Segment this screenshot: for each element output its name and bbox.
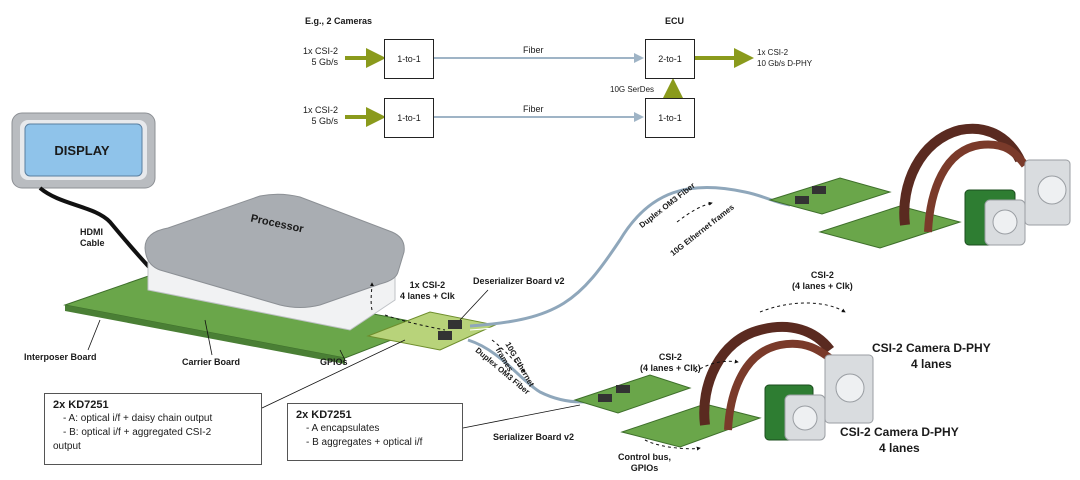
callout-left-item-a: - A: optical i/f + daisy chain output (63, 413, 213, 424)
deserializer-label: Deserializer Board v2 (473, 276, 565, 286)
serializer-label: Serializer Board v2 (493, 432, 575, 442)
box-2to1: 2-to-1 (645, 39, 695, 79)
cameras-title: E.g., 2 Cameras (305, 16, 373, 26)
hdmi-cable (38, 186, 152, 270)
fiber-label-2: Fiber (523, 104, 544, 114)
box-1to1-c: 1-to-1 (645, 98, 695, 138)
callout-right-item-b: - B aggregates + optical i/f (306, 437, 423, 448)
processor-box (144, 193, 405, 331)
callout-left-title: 2x KD7251 (53, 399, 109, 411)
display-label: DISPLAY (54, 143, 110, 158)
callout-right-title: 2x KD7251 (296, 409, 352, 421)
display-monitor (11, 112, 156, 189)
callout-left-item-b-cont: output (53, 441, 81, 452)
box-1to1-a: 1-to-1 (384, 39, 434, 79)
fiber-cable-mid (467, 338, 601, 404)
callout-deserializer-chips: 2x KD7251 - A: optical i/f + daisy chain… (44, 393, 262, 465)
camera-assembly-bottom (573, 322, 874, 448)
camera-assembly-top (768, 123, 1071, 249)
callout-left-item-b: - B: optical i/f + aggregated CSI-2 (63, 427, 212, 438)
callout-right-item-a: - A encapsulates (306, 423, 380, 434)
interposer-label: Interposer Board (24, 352, 97, 362)
box-1to1-b: 1-to-1 (384, 98, 434, 138)
carrier-label: Carrier Board (182, 357, 241, 367)
ecu-title: ECU (665, 16, 685, 26)
fiber-cable-top (469, 185, 791, 328)
csi-dashed-link (369, 282, 374, 311)
gpios-label: GPIOs (320, 357, 348, 367)
csi-right-top-label: CSI-2(4 lanes + Clk) (792, 270, 853, 291)
serdes-label: 10G SerDes (610, 85, 655, 94)
callout-serializer-chips: 2x KD7251 - A encapsulates - B aggregate… (287, 403, 463, 461)
csi-right-mid-label: CSI-2(4 lanes + Clk) (640, 352, 701, 373)
control-bus-label: Control bus,GPIOs (618, 452, 671, 473)
fiber-label-1: Fiber (523, 45, 544, 55)
serializer-board (573, 374, 692, 414)
